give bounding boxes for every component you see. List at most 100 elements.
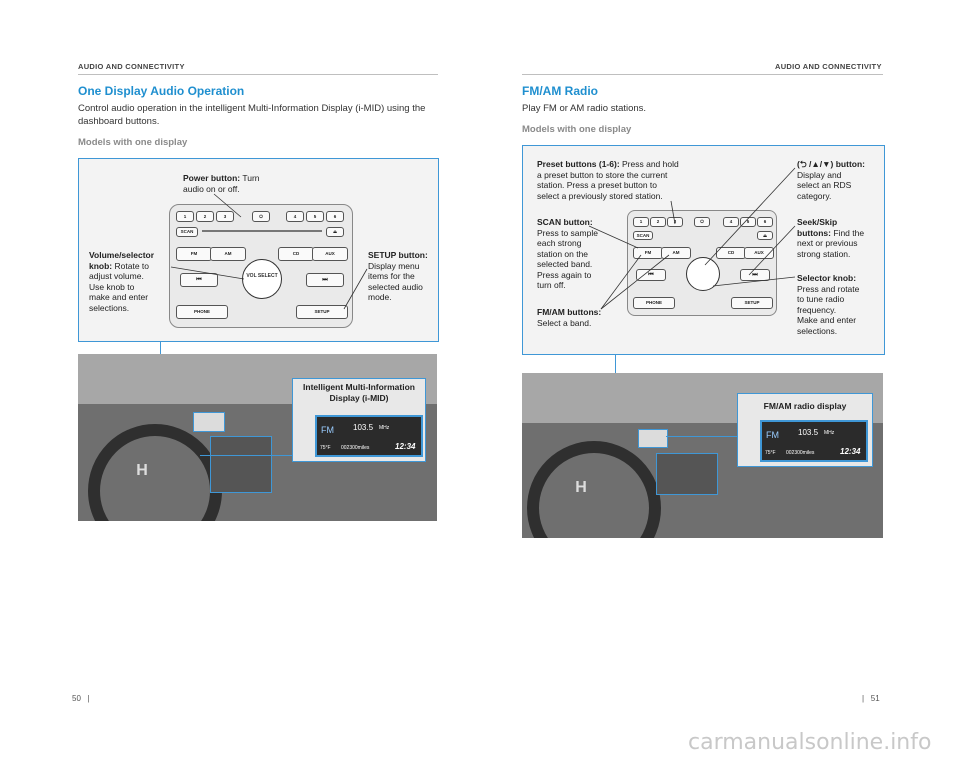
section-header-right: AUDIO AND CONNECTIVITY — [775, 62, 882, 71]
scan-text-2: each strong — [537, 238, 582, 248]
scan-text-5: Press again to — [537, 269, 592, 280]
radio-temperature: 75°F — [765, 450, 776, 456]
intro-line-1: Control audio operation in the intellige… — [78, 103, 426, 114]
rds-text-1: Display and — [797, 169, 842, 180]
radio-display-connector — [666, 436, 737, 437]
frequency: 103.5 — [353, 423, 374, 432]
setup-text-4: mode. — [368, 292, 392, 302]
scan-text-3: station on the — [537, 248, 589, 259]
radio-eject-icon: ⏏ — [757, 231, 773, 240]
preset-text-4: select a previously stored station. — [537, 190, 663, 201]
setup-button: SETUP — [296, 305, 348, 319]
radio-clock: 12:34 — [840, 447, 861, 456]
volume-text-5: selections. — [89, 302, 130, 313]
seek-text-1: Find the — [831, 227, 865, 238]
preset-label: Preset buttons (1-6): — [537, 159, 620, 169]
frequency-unit: MHz — [379, 425, 390, 431]
imid-display: FM 103.5 MHz 75°F 002300miles 12:34 — [315, 415, 423, 457]
selector-label: Selector knob: — [797, 273, 857, 283]
fmam-callout: FM/AM buttons: Select a band. — [537, 307, 617, 328]
page-number-separator-left: | — [80, 694, 90, 703]
volume-label-1: Volume/selector — [89, 250, 155, 260]
intro-text-right: Play FM or AM radio stations. — [522, 103, 647, 114]
radio-am-button: AM — [661, 247, 691, 259]
radio-frequency: 103.5 — [798, 428, 819, 437]
cd-slot — [202, 230, 322, 232]
preset-button-1: 1 — [176, 211, 194, 222]
models-label-left: Models with one display — [78, 137, 188, 148]
volume-knob-callout: Volume/selector knob: Rotate to adjust v… — [89, 250, 169, 313]
header-rule-left — [78, 74, 438, 75]
radio-odometer: 002300miles — [786, 450, 815, 456]
selector-text-1: Press and rotate — [797, 283, 860, 294]
radio-setup-button: SETUP — [731, 297, 773, 309]
scan-text-1: Press to sample — [537, 227, 598, 238]
preset-button-2: 2 — [196, 211, 214, 222]
clock: 12:34 — [395, 442, 416, 451]
rds-text-3: category. — [797, 190, 832, 201]
preset-callout: Preset buttons (1-6): Press and hold a p… — [537, 159, 697, 201]
imid-connector — [200, 455, 292, 456]
radio-display-callout-box: FM/AM radio display FM 103.5 MHz 75°F 00… — [737, 393, 873, 467]
power-label: Power button: — [183, 173, 241, 183]
seek-label-1: Seek/Skip — [797, 217, 838, 227]
preset-button-4: 4 — [286, 211, 304, 222]
seek-back-icon: ⏮ — [180, 273, 218, 287]
volume-label-2: knob: — [89, 260, 113, 271]
temperature: 75°F — [320, 445, 331, 451]
radio-preset-6: 6 — [757, 217, 773, 227]
preset-text-2: a preset button to store the current — [537, 169, 668, 180]
rds-text-2: select an RDS — [797, 180, 852, 190]
scan-text-4: selected band. — [537, 259, 593, 269]
radio-seek-forward-icon: ⏭ — [740, 269, 770, 281]
selector-text-5: selections. — [797, 325, 838, 336]
selector-text-2: to tune radio — [797, 294, 845, 304]
volume-text-2: adjust volume. — [89, 271, 144, 281]
radio-frequency-unit: MHz — [824, 430, 835, 436]
seek-label-2: buttons: — [797, 227, 831, 238]
power-icon: ⏻ — [252, 211, 270, 222]
phone-button: PHONE — [176, 305, 228, 319]
imid-screen-small — [193, 412, 225, 432]
radio-power-icon: ⏻ — [694, 217, 710, 227]
setup-text-3: selected audio — [368, 281, 423, 292]
preset-text-3: station. Press a preset button to — [537, 180, 658, 190]
volume-text-4: make and enter — [89, 292, 149, 302]
radio-display-small — [638, 429, 668, 448]
scan-text-6: turn off. — [537, 280, 566, 290]
knob-label: VOL SELECT — [246, 273, 278, 279]
selector-text-4: Make and enter — [797, 315, 857, 325]
radio-preset-2: 2 — [650, 217, 666, 227]
seek-forward-icon: ⏭ — [306, 273, 344, 287]
honda-logo-icon-right: H — [575, 479, 587, 496]
radio-preset-4: 4 — [723, 217, 739, 227]
audio-control-panel: 1 2 3 ⏻ 4 5 6 SCAN ⏏ FM AM CD AUX ⏮ ⏭ VO… — [169, 204, 353, 328]
radio-scan-button: SCAN — [633, 231, 653, 240]
page-title-left: One Display Audio Operation — [78, 84, 245, 98]
fmam-label: FM/AM buttons: — [537, 307, 602, 317]
right-callout-lines — [588, 167, 796, 310]
page-number-right: | 51 — [862, 694, 880, 703]
imid-callout-box: Intelligent Multi-Information Display (i… — [292, 378, 426, 462]
audio-unit-small — [210, 436, 272, 493]
radio-panel-diagram: 1 2 3 ⏻ 4 5 6 SCAN ⏏ FM AM CD AUX ⏮ ⏭ PH… — [522, 145, 885, 355]
page-number-51: 51 — [870, 694, 880, 703]
radio-unit-small — [656, 453, 718, 495]
radio-preset-5: 5 — [740, 217, 756, 227]
eject-icon: ⏏ — [326, 227, 344, 237]
scan-callout: SCAN button: Press to sample each strong… — [537, 217, 617, 291]
radio-display-label: FM/AM radio display — [763, 401, 847, 411]
preset-button-6: 6 — [326, 211, 344, 222]
seek-text-2: next or previous — [797, 238, 858, 248]
fm-icon: FM — [321, 425, 334, 435]
radio-phone-button: PHONE — [633, 297, 675, 309]
power-text-1: Turn — [240, 173, 260, 183]
intro-line-2: dashboard buttons. — [78, 116, 160, 127]
setup-label: SETUP button: — [368, 250, 428, 260]
preset-button-3: 3 — [216, 211, 234, 222]
odometer: 002300miles — [341, 445, 370, 451]
radio-selector-knob — [686, 257, 720, 291]
left-callout-lines — [170, 193, 368, 310]
setup-text-1: Display menu — [368, 260, 420, 271]
fmam-text: Select a band. — [537, 317, 592, 328]
